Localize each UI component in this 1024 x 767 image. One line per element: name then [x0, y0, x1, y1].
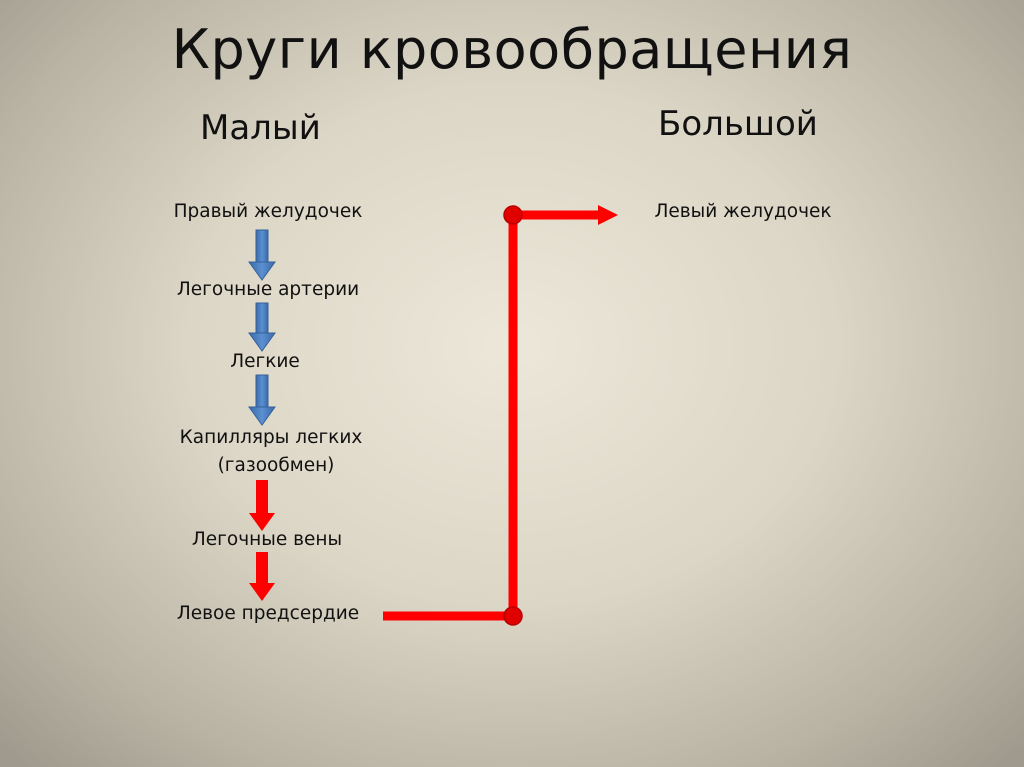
elbow-connector-arrow: [383, 205, 618, 626]
red-arrow-icon: [249, 552, 275, 601]
red-arrow-icon: [249, 480, 275, 531]
node-pulmonary-arteries: Легочные артерии: [176, 279, 360, 300]
node-gas-exchange: (газообмен): [217, 455, 335, 476]
connector-dot-icon: [503, 205, 523, 225]
node-lung-capillaries: Капилляры легких: [179, 427, 363, 448]
blue-arrow-icon: [248, 374, 276, 426]
node-left-ventricle: Левый желудочек: [654, 201, 832, 222]
node-lungs: Легкие: [230, 351, 300, 372]
node-right-ventricle: Правый желудочек: [173, 201, 363, 222]
node-left-atrium: Левое предсердие: [176, 603, 360, 624]
connector-dot-icon: [503, 606, 523, 626]
big-circle-heading: Большой: [658, 104, 818, 144]
blue-arrow-icon: [248, 302, 276, 352]
small-circle-heading: Малый: [200, 108, 321, 148]
blue-arrow-icon: [248, 229, 276, 281]
node-pulmonary-veins: Легочные вены: [191, 529, 343, 550]
slide-title: Круги кровообращения: [171, 18, 853, 81]
